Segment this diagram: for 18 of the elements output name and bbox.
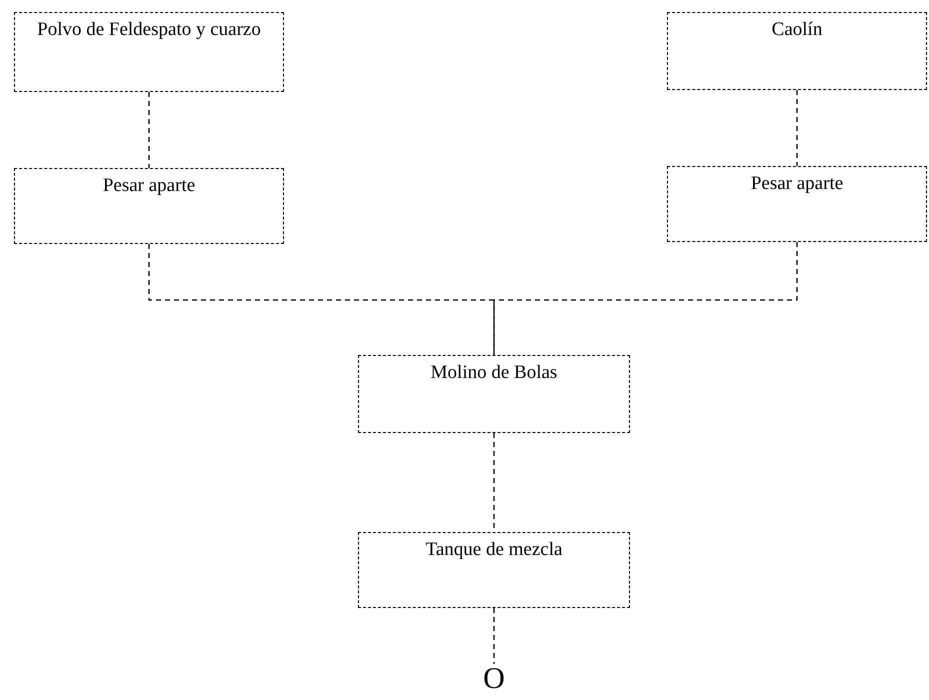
connector-line <box>493 608 495 664</box>
box-label: Pesar aparte <box>102 175 196 197</box>
process-box <box>14 12 284 92</box>
connector-line <box>148 92 150 168</box>
box-label: Tanque de mezcla <box>426 539 562 561</box>
process-box <box>667 12 927 90</box>
connector-line <box>148 244 495 355</box>
connector-text: O <box>480 664 508 696</box>
connector-line <box>493 242 798 355</box>
process-box <box>667 166 927 242</box>
box-label: Pesar aparte <box>750 173 844 195</box>
process-box <box>14 168 284 244</box>
box-label: Polvo de Feldespato y cuarzo <box>37 19 261 41</box>
box-label: Caolín <box>772 19 822 41</box>
box-label: Molino de Bolas <box>430 362 558 384</box>
process-box <box>358 532 630 608</box>
process-box <box>358 355 630 433</box>
connector-line <box>796 90 798 166</box>
